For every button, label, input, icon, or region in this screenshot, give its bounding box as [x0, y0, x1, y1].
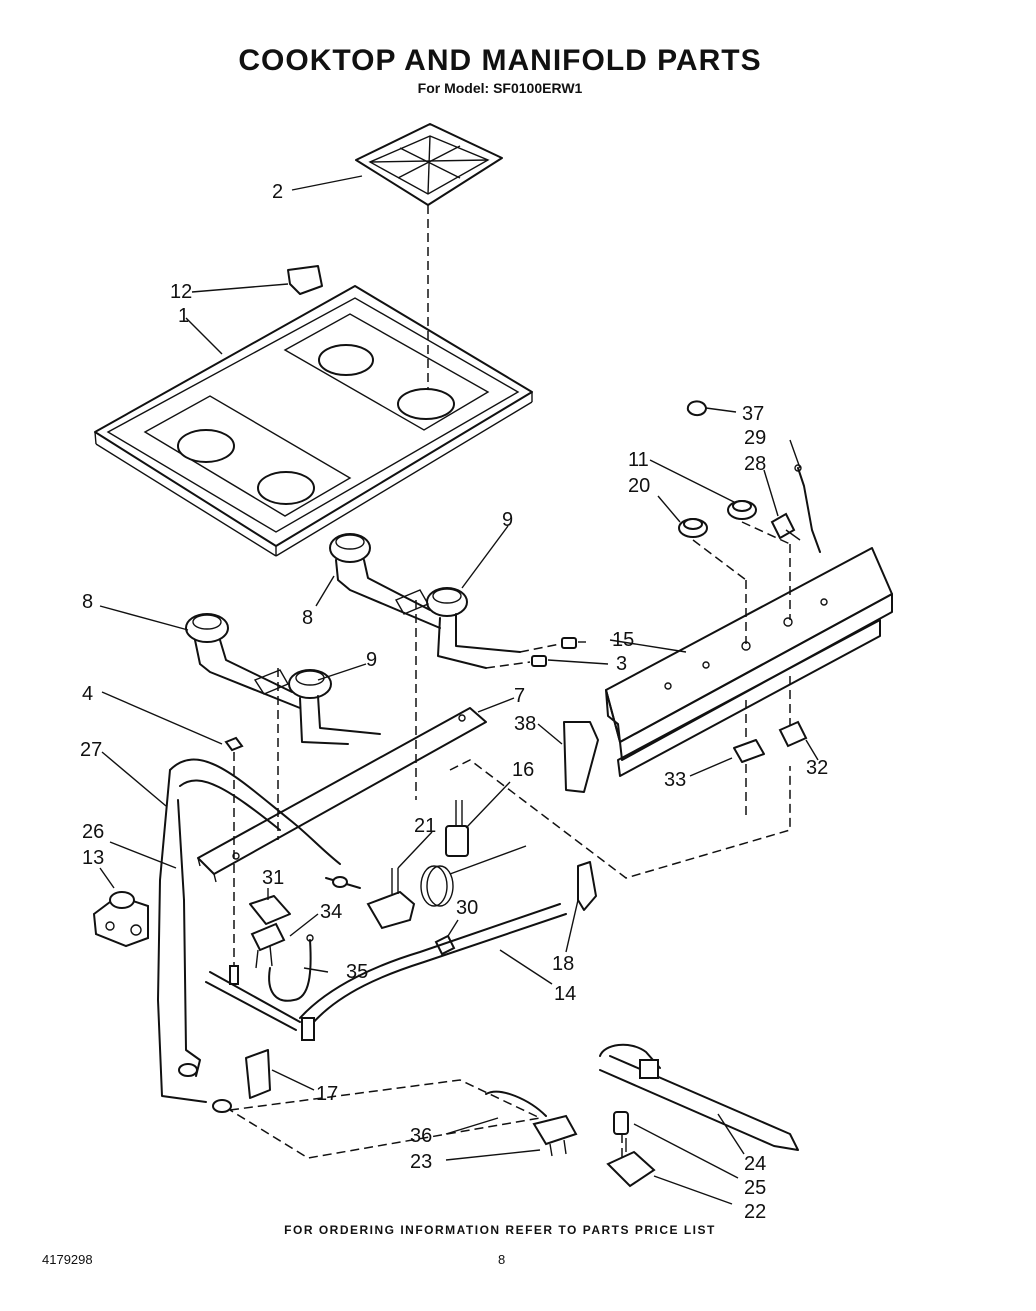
callout-30: 30: [456, 897, 478, 919]
thermostat-coil: [420, 845, 527, 907]
hex-nut: [224, 736, 244, 752]
panel-clip: [733, 739, 765, 763]
callout-7: 7: [514, 685, 525, 707]
wire-clip: [686, 400, 707, 416]
ignition-switch: [770, 512, 801, 541]
callout-21: 21: [414, 815, 436, 837]
callout-12: 12: [170, 281, 192, 303]
igniter-bracket: [249, 895, 291, 925]
callout-35: 35: [346, 961, 368, 983]
oven-region-outline: [229, 1079, 543, 1159]
callout-37: 37: [742, 403, 764, 425]
orifice-line-a: [519, 643, 561, 653]
control-knob-left: [678, 518, 708, 538]
manifold-pipe: [205, 903, 567, 1041]
callout-23: 23: [410, 1151, 432, 1173]
callout-32: 32: [806, 757, 828, 779]
callout-8-upper: 8: [302, 607, 313, 629]
oven-valve: [325, 868, 416, 930]
burner-valve: [445, 800, 469, 857]
callout-38: 38: [514, 713, 536, 735]
oven-pilot: [485, 1090, 578, 1157]
ignitor-wire: [268, 934, 314, 1002]
spark-wire: [794, 464, 821, 553]
burner-support-bracket: [197, 707, 487, 883]
pilot-fitting: [434, 934, 456, 956]
pipe-bracket: [245, 1049, 271, 1099]
callout-9-lower: 9: [366, 649, 377, 671]
callout-24: 24: [744, 1153, 766, 1175]
pilot-bracket: [577, 861, 597, 911]
callout-25: 25: [744, 1177, 766, 1199]
callout-9-upper: 9: [502, 509, 513, 531]
model-subtitle: For Model: SF0100ERW1: [417, 80, 583, 96]
callout-22: 22: [744, 1201, 766, 1223]
callout-17: 17: [316, 1083, 338, 1105]
panel-end-bracket: [563, 721, 599, 793]
callout-2: 2: [272, 181, 283, 203]
page-title: COOKTOP AND MANIFOLD PARTS: [238, 44, 762, 77]
callout-28: 28: [744, 453, 766, 475]
callout-31: 31: [262, 867, 284, 889]
callout-labels: 2 12 1 37 29 28 11 20 9 8 8 9 15 3 4 7 3…: [80, 181, 828, 1223]
callout-33: 33: [664, 769, 686, 791]
callout-8-lower: 8: [82, 591, 93, 613]
document-number: 4179298: [42, 1252, 93, 1267]
knob-line-left-a: [692, 539, 747, 581]
igniter-mount: [606, 1138, 656, 1188]
callout-16: 16: [512, 759, 534, 781]
page-number: 8: [498, 1252, 506, 1267]
manifold-support: [778, 720, 808, 748]
callout-29: 29: [744, 427, 766, 449]
oven-burner: [599, 1043, 799, 1151]
burner-orifice: [531, 637, 577, 667]
cooktop-panel: [94, 285, 533, 557]
callout-34: 34: [320, 901, 342, 923]
valve-region-outline: [449, 759, 791, 879]
burner-spacer: [613, 1111, 629, 1135]
control-knob-right: [727, 500, 757, 520]
gas-tube-fitting: [229, 965, 239, 985]
callout-15: 15: [612, 629, 634, 651]
callout-1: 1: [178, 305, 189, 327]
callout-36: 36: [410, 1125, 432, 1147]
cooktop-bracket: [287, 265, 323, 295]
gas-tubing: [157, 758, 341, 1113]
burner-grate: [355, 123, 503, 206]
spark-ignitor: [250, 922, 286, 969]
callout-11: 11: [628, 449, 649, 471]
callout-18: 18: [552, 953, 574, 975]
callout-26: 26: [82, 821, 104, 843]
knob-line-right-a: [741, 521, 791, 545]
callout-4: 4: [82, 683, 93, 705]
callout-3: 3: [616, 653, 627, 675]
pressure-regulator: [92, 891, 149, 948]
pipe-coupling: [301, 1017, 315, 1041]
upper-burner-assembly: [329, 533, 521, 669]
orifice-line-b: [485, 661, 531, 669]
callout-27: 27: [80, 739, 102, 761]
lower-burner-assembly: [185, 613, 381, 745]
ordering-note: FOR ORDERING INFORMATION REFER TO PARTS …: [284, 1223, 716, 1237]
callout-leaders: [99, 175, 819, 1205]
callout-14: 14: [554, 983, 576, 1005]
callout-20: 20: [628, 475, 650, 497]
callout-13: 13: [82, 847, 104, 869]
